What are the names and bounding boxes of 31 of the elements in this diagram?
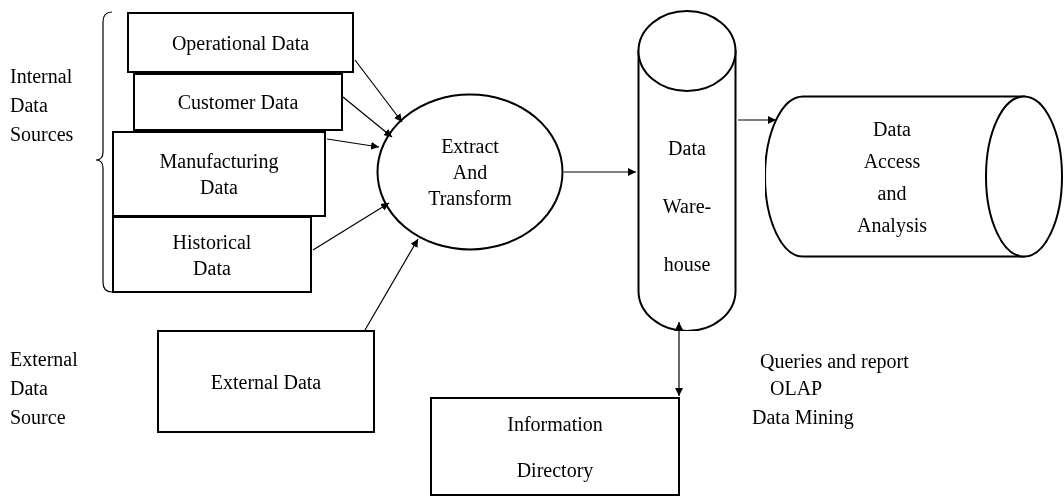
arrow	[563, 168, 637, 176]
node-label: Operational Data	[170, 30, 311, 56]
database-cylinder	[637, 10, 737, 331]
node-label: Information Directory	[506, 411, 604, 484]
node-label: External Data	[209, 369, 323, 395]
node-label: Customer Data	[176, 90, 300, 115]
process-box	[133, 73, 343, 131]
process-box	[430, 397, 680, 496]
node-label: Extract And Transform	[427, 134, 513, 211]
node-label: Manufacturing Data	[158, 149, 280, 200]
text-label: External Data Source	[10, 347, 79, 430]
text-label: OLAP	[770, 376, 823, 401]
arrow	[675, 321, 683, 397]
node-label: Historical Data	[171, 229, 253, 281]
process-ellipse	[376, 93, 564, 251]
node-label: Data Ware-house	[661, 135, 713, 277]
arrow	[354, 59, 403, 123]
process-box	[157, 330, 375, 433]
arrow	[364, 238, 419, 331]
storage-cylinder	[765, 95, 1063, 258]
node-label: Data Access and Analysis	[856, 116, 928, 239]
process-box	[127, 12, 354, 73]
arrow	[737, 116, 777, 124]
arrow	[312, 202, 390, 251]
process-box	[112, 131, 326, 217]
process-box	[112, 216, 312, 293]
arrow	[326, 138, 380, 150]
arrow	[342, 96, 393, 138]
text-label: Queries and report	[760, 349, 909, 375]
text-label: Internal Data Sources	[10, 64, 75, 147]
text-label: Data Mining	[752, 405, 854, 431]
